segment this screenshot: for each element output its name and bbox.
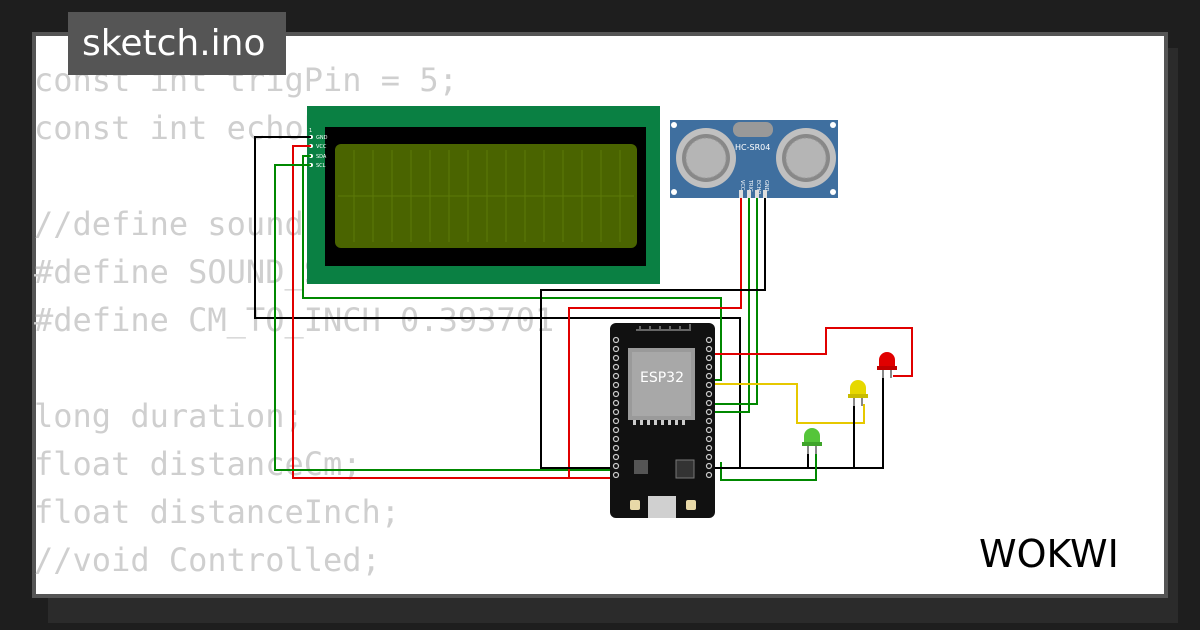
sensor-pin-label: GND xyxy=(763,180,769,192)
lcd-pin-label: GND xyxy=(316,135,328,141)
code-line: //void Controlled; xyxy=(34,541,381,579)
wokwi-wordmark: WOKWI xyxy=(979,532,1119,576)
sketch-title: sketch.ino xyxy=(68,12,286,75)
wokwi-logo: WOKWI xyxy=(979,532,1119,576)
lcd-grid xyxy=(338,150,634,242)
esp32-board[interactable]: ESP32 xyxy=(610,323,715,518)
ultrasonic-sensor[interactable]: HC-SR04 VCC TRIG ECHO GND xyxy=(670,120,838,198)
sensor-pin-label: VCC xyxy=(739,180,745,191)
sensor-label: HC-SR04 xyxy=(735,143,770,152)
sensor-pin-label: TRIG xyxy=(747,179,753,192)
lcd-pin-label: SDA xyxy=(316,154,327,160)
mcu-label: ESP32 xyxy=(640,370,684,386)
lcd-pin-label: VCC xyxy=(316,144,327,150)
wires xyxy=(254,136,913,481)
lcd-display[interactable]: 1 GND VCC SDA SCL xyxy=(307,106,660,284)
code-line: float distanceInch; xyxy=(34,493,401,531)
lcd-pin-label: SCL xyxy=(316,163,326,169)
red-led[interactable] xyxy=(877,352,897,378)
sensor-pin-label: ECHO xyxy=(755,180,761,194)
yellow-led[interactable] xyxy=(848,380,868,406)
code-line: #define CM_TO_INCH 0.393701 xyxy=(34,301,555,339)
green-led[interactable] xyxy=(802,428,822,454)
lcd-pin-label: 1 xyxy=(309,128,312,134)
code-line: float distanceCm; xyxy=(34,445,362,483)
